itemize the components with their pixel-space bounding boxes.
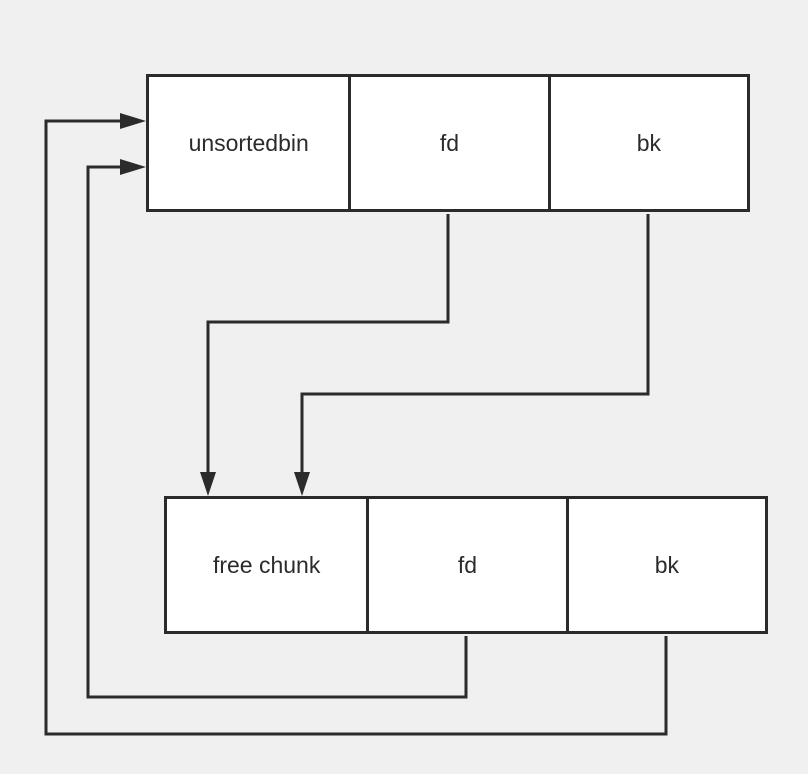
- arrowhead-bottom-fd: [120, 159, 146, 175]
- cell-free-chunk: free chunk: [212, 551, 321, 578]
- unsortedbin-struct: unsortedbin fd bk: [146, 74, 750, 212]
- free-chunk-struct: free chunk fd bk: [164, 496, 768, 634]
- cell-top-bk: bk: [547, 77, 747, 209]
- cell-unsortedbin: unsortedbin: [188, 129, 309, 156]
- arrow-top-fd-to-free-chunk: [206, 214, 450, 476]
- cell-bottom-bk: bk: [565, 499, 765, 631]
- arrow-bottom-bk-to-unsortedbin: [44, 119, 668, 736]
- arrowhead-top-bk: [294, 472, 310, 496]
- arrow-bottom-fd-to-unsortedbin: [86, 165, 468, 699]
- cell-bottom-fd: fd: [366, 499, 565, 631]
- arrowhead-top-fd: [200, 472, 216, 496]
- arrow-top-bk-to-free-chunk: [300, 214, 650, 476]
- cell-top-fd: fd: [348, 77, 547, 209]
- arrowhead-bottom-bk: [120, 113, 146, 129]
